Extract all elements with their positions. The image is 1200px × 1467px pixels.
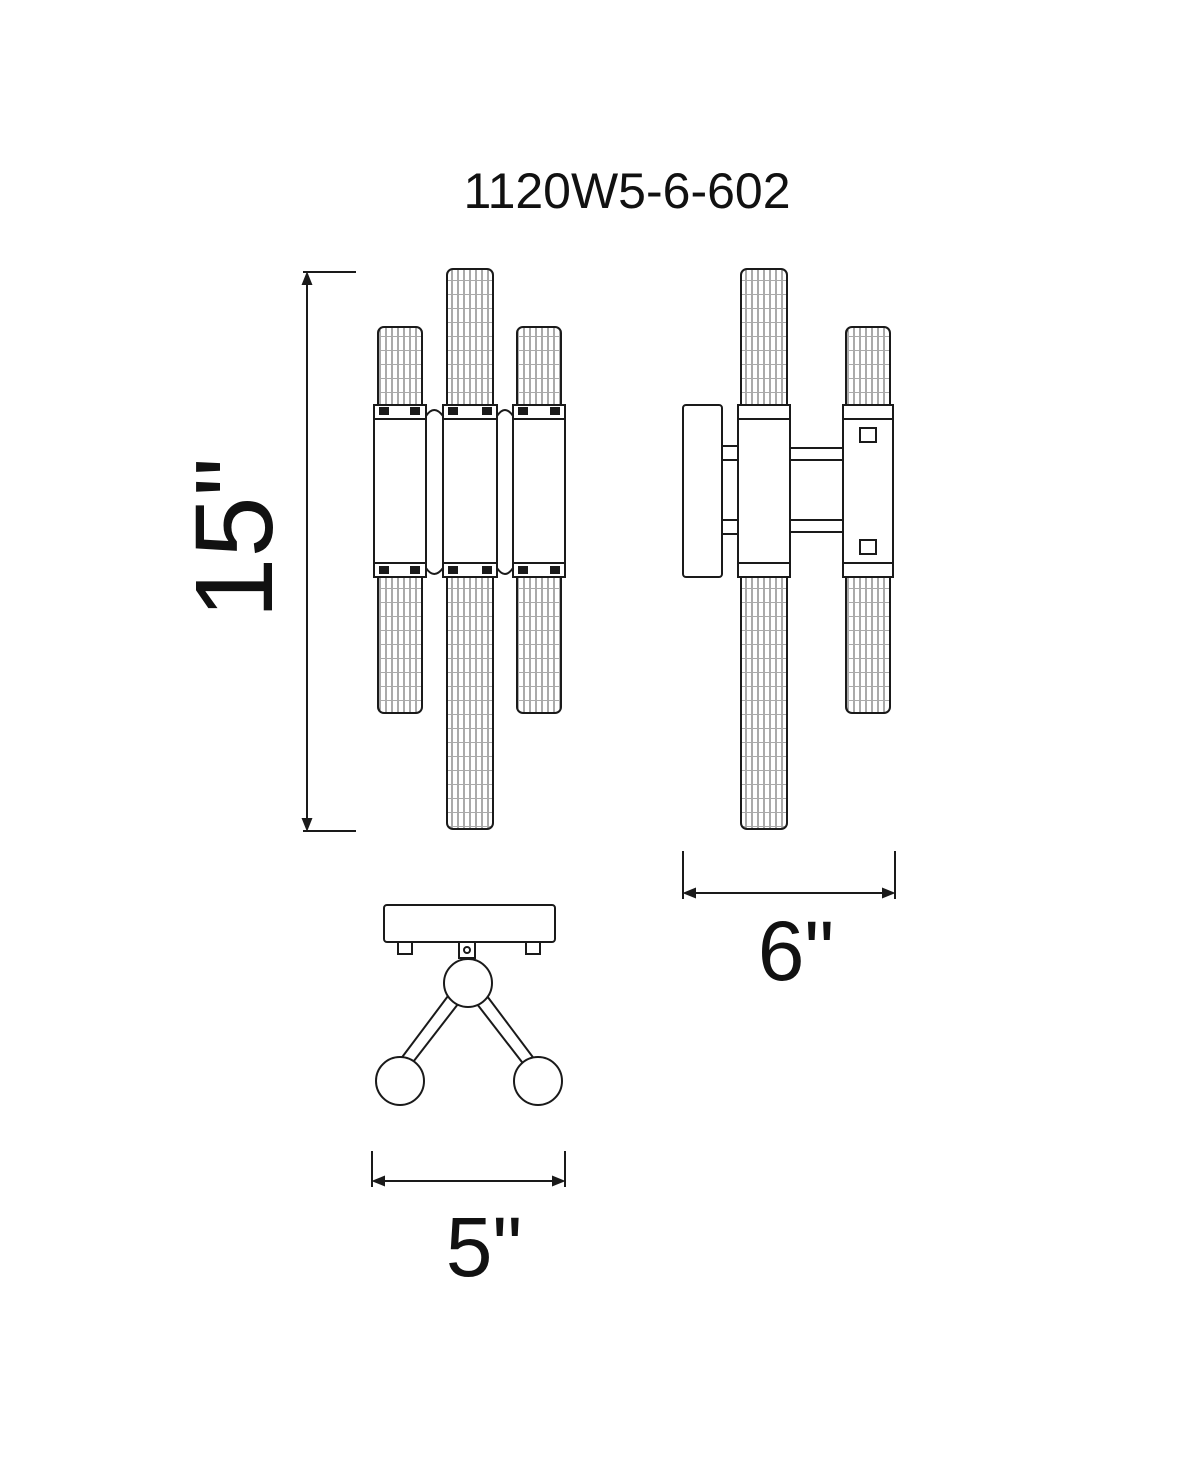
front-left-rod [377,326,423,714]
side-wall-plate [682,404,723,578]
top-right-rod [513,1056,563,1106]
model-number-label: 1120W5-6-602 [463,163,790,219]
top-center-rod [443,958,493,1008]
depth-dimension-line [682,851,896,899]
front-view [301,268,566,832]
side-view [682,268,896,899]
top-wall-plate [383,904,556,943]
front-center-housing [373,404,566,578]
width-dimension-label: 5" [446,1200,523,1294]
front-center-rod [446,268,494,830]
front-right-rod [516,326,562,714]
side-front-rod [737,268,791,830]
side-back-rod [842,326,894,714]
height-dimension-line [301,271,356,832]
top-view [371,904,566,1187]
width-dimension-line [371,1151,566,1187]
top-left-rod [375,1056,425,1106]
height-dimension-label: 15" [173,457,296,618]
depth-dimension-label: 6" [758,904,835,998]
